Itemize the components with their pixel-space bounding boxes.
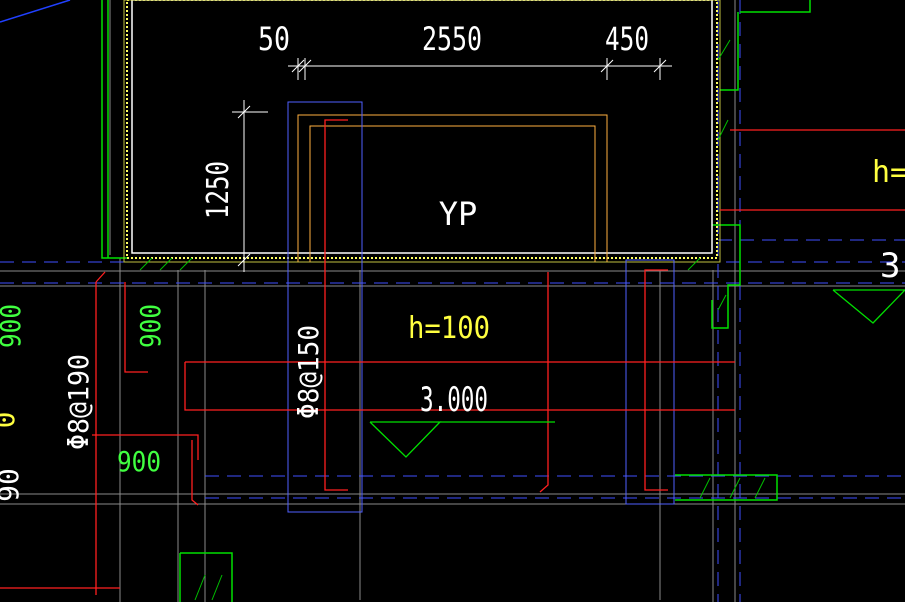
rebar-label-left: Φ8@190	[62, 354, 95, 450]
elevation-label: 3.000	[420, 380, 488, 420]
hatching	[139, 39, 766, 601]
dimension-left: 50	[258, 20, 290, 58]
dimension-right: 450	[605, 20, 649, 58]
elevation-label-right: 3.	[880, 246, 905, 286]
slab-outline	[123, 0, 721, 263]
width-label-c: 900	[117, 445, 161, 478]
green-walls	[0, 0, 811, 602]
rebar-boxes	[287, 101, 675, 513]
level-markers	[369, 289, 905, 458]
rebar-label-center: Φ8@150	[292, 325, 325, 419]
dimension-lines	[232, 58, 672, 272]
height-label: h=100	[408, 311, 490, 346]
width-label-a: 900	[134, 304, 167, 348]
width-label-d: 0	[0, 412, 21, 429]
width-label-b: 900	[0, 304, 27, 348]
height-label-right: h=	[872, 155, 905, 190]
pit-outline	[297, 114, 608, 262]
red-rebar	[0, 119, 905, 595]
pit-label: YP	[439, 195, 478, 233]
dimension-vertical: 1250	[201, 161, 236, 219]
dimension-middle: 2550	[422, 20, 482, 58]
width-label-e: 90	[0, 468, 25, 502]
